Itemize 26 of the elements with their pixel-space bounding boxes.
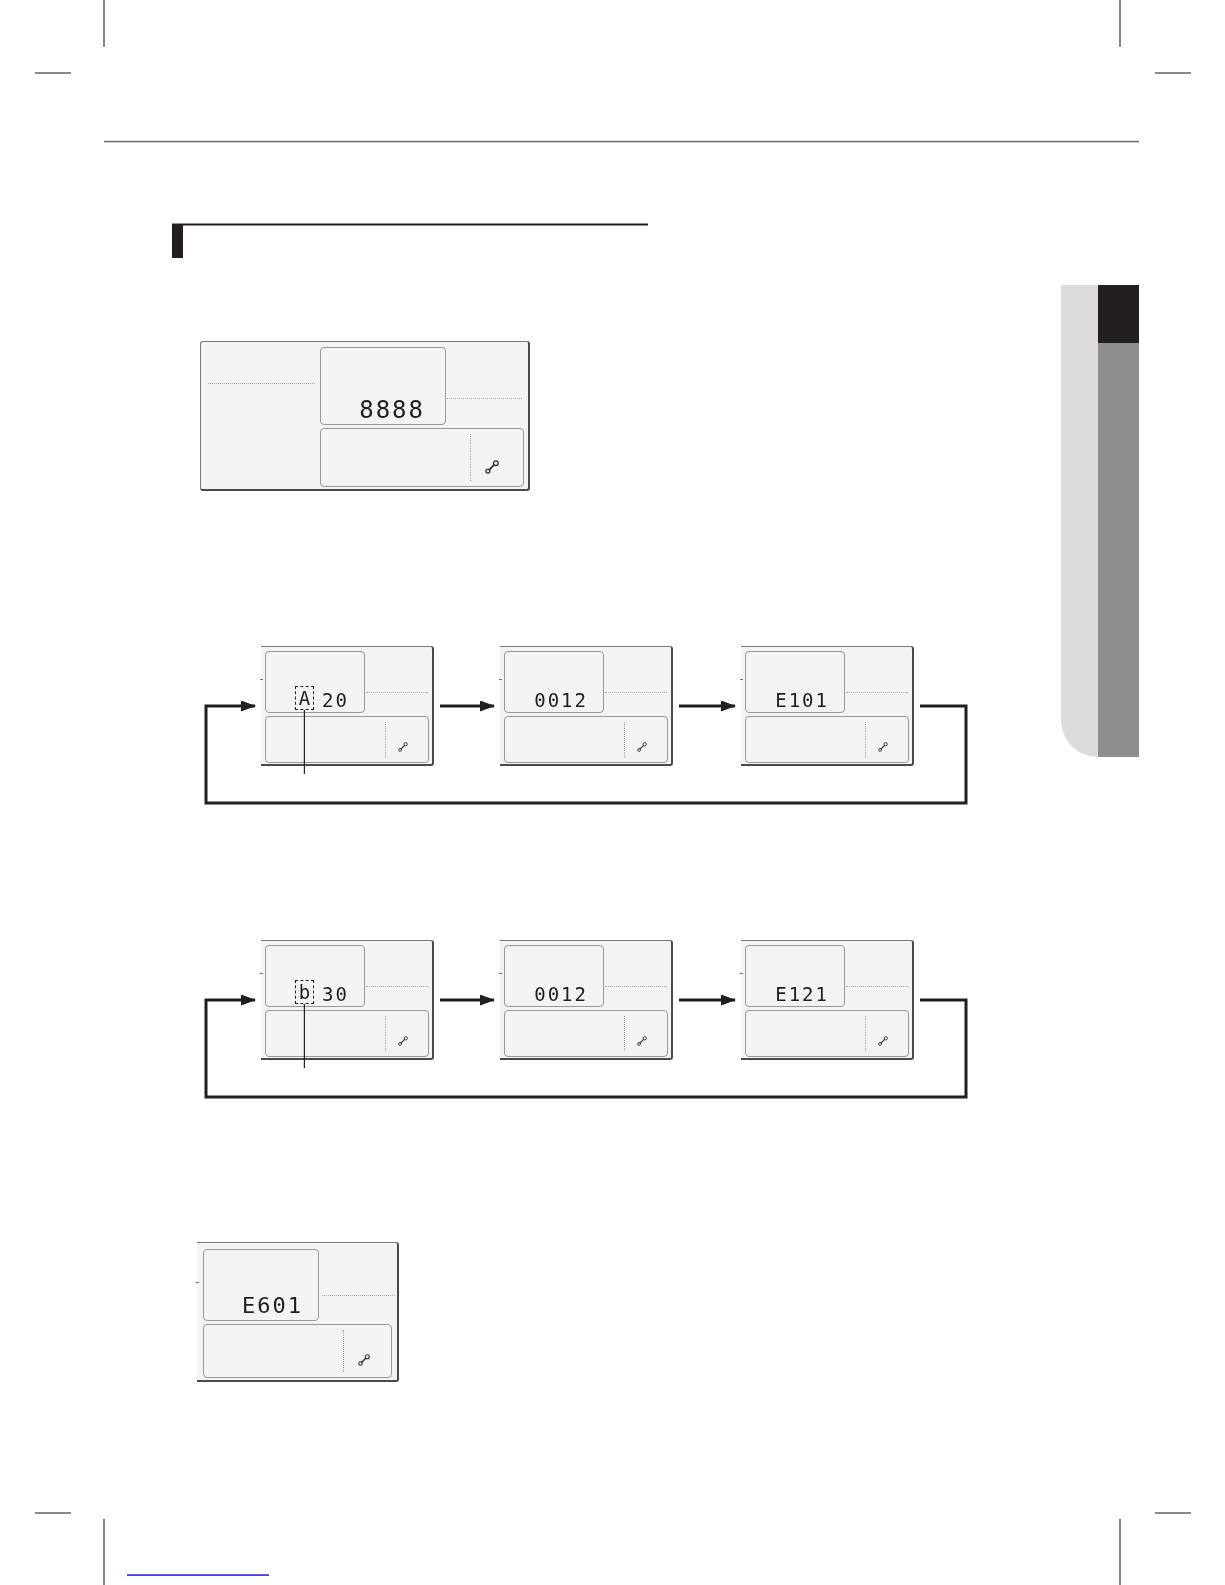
dashed-digit-frame: A [294, 686, 315, 710]
display-digits: E101 [775, 691, 829, 710]
display-digits: 0012 [534, 691, 588, 710]
lcd-display-panel [197, 1242, 399, 1382]
lcd-display-panel [200, 341, 530, 491]
lcd-display-panel [500, 646, 673, 766]
display-digits: 0012 [534, 985, 588, 1004]
flow-arrow [679, 700, 736, 712]
display-digits: 20 [322, 691, 349, 710]
return-arrow [204, 994, 968, 1099]
display-digits: 30 [322, 985, 349, 1004]
display-digits: E121 [775, 985, 829, 1004]
display-digits: E601 [242, 1295, 303, 1317]
lcd-display-panel [741, 940, 914, 1060]
flow-arrow [679, 994, 736, 1006]
lcd-display-panel [500, 940, 673, 1060]
lcd-display-panel [261, 646, 434, 766]
flow-arrow [440, 700, 495, 712]
display-digits: 8888 [359, 398, 425, 422]
return-arrow [204, 700, 968, 805]
leader-line [303, 709, 305, 775]
flow-arrow [440, 994, 495, 1006]
leader-line [303, 1003, 305, 1069]
dashed-digit-frame: b [294, 980, 315, 1004]
lcd-display-panel [261, 940, 434, 1060]
lcd-display-panel [741, 646, 914, 766]
